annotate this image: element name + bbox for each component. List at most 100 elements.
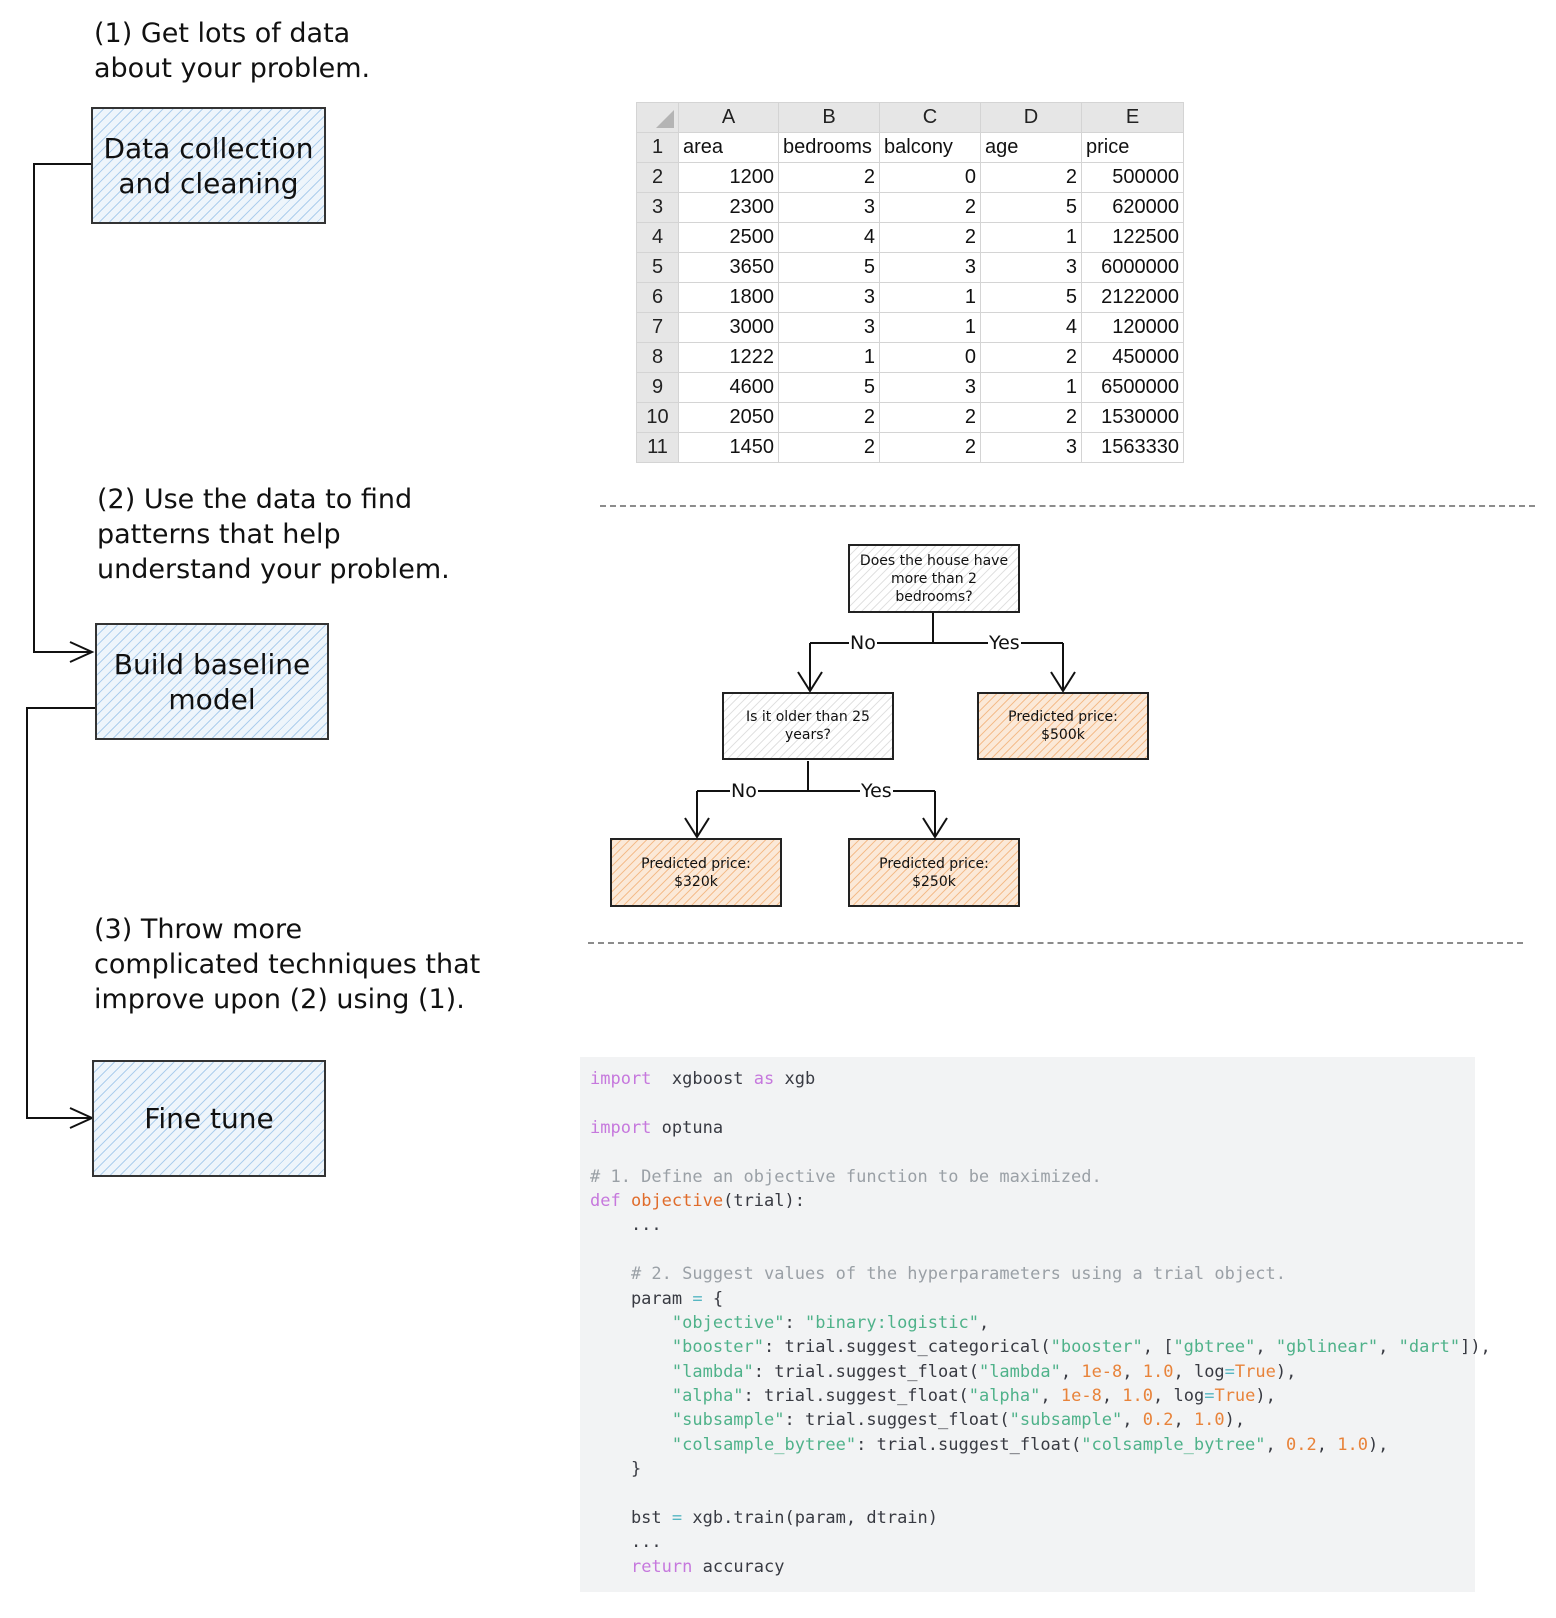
sheet-cell[interactable]: bedrooms <box>778 132 880 163</box>
sheet-cell[interactable]: 3650 <box>678 252 779 283</box>
sheet-cell[interactable]: 2 <box>879 432 981 463</box>
code-token: "subsample" <box>1009 1410 1123 1431</box>
sheet-cell[interactable]: 5 <box>778 252 880 283</box>
sheet-cell[interactable]: 2 <box>778 162 880 193</box>
row-header[interactable]: 6 <box>636 282 679 313</box>
column-header[interactable]: B <box>778 102 880 133</box>
sheet-cell[interactable]: area <box>678 132 779 163</box>
code-token: , <box>1316 1434 1338 1455</box>
code-token: "colsample_bytree" <box>1081 1434 1266 1455</box>
sheet-cell[interactable]: 2 <box>778 402 880 433</box>
sheet-cell[interactable]: 2 <box>778 432 880 463</box>
sheet-cell[interactable]: 3 <box>980 252 1082 283</box>
code-token: xgb.train(param, dtrain) <box>682 1508 939 1529</box>
sheet-cell[interactable]: 1222 <box>678 342 779 373</box>
sheet-cell[interactable]: 2 <box>980 162 1082 193</box>
sheet-cell[interactable]: 3 <box>778 312 880 343</box>
sheet-cell[interactable]: 1 <box>980 372 1082 403</box>
sheet-cell[interactable]: 500000 <box>1081 162 1184 193</box>
arrowhead-baseline <box>69 641 95 663</box>
section-divider <box>600 505 1535 507</box>
code-token: True <box>1234 1361 1276 1382</box>
code-line: "alpha": trial.suggest_float("alpha", 1e… <box>590 1384 1465 1408</box>
sheet-cell[interactable]: 4 <box>778 222 880 253</box>
sheet-cell[interactable]: 1800 <box>678 282 779 313</box>
select-all-corner[interactable] <box>636 102 679 133</box>
sheet-cell[interactable]: 2 <box>879 222 981 253</box>
row-header[interactable]: 11 <box>636 432 679 463</box>
sheet-cell[interactable]: 2300 <box>678 192 779 223</box>
code-token <box>621 1191 631 1211</box>
sheet-cell[interactable]: 1 <box>778 342 880 373</box>
sheet-cell[interactable]: 4600 <box>678 372 779 403</box>
sheet-cell[interactable]: 120000 <box>1081 312 1184 343</box>
sheet-cell[interactable]: 0 <box>879 342 981 373</box>
edge-label-yes: Yes <box>860 780 893 802</box>
code-token: # 2. Suggest values of the hyperparamete… <box>630 1264 1286 1285</box>
row-header[interactable]: 5 <box>636 252 679 283</box>
sheet-cell[interactable]: 0 <box>879 162 981 193</box>
code-token: 1.0 <box>1122 1386 1154 1407</box>
step3-note: (3) Throw more complicated techniques th… <box>94 914 481 1015</box>
step2-note: (2) Use the data to find patterns that h… <box>97 484 450 585</box>
sheet-cell[interactable]: 2050 <box>678 402 779 433</box>
row-header[interactable]: 7 <box>636 312 679 343</box>
column-header[interactable]: E <box>1081 102 1184 133</box>
sheet-cell[interactable]: 3000 <box>678 312 779 343</box>
row-header[interactable]: 9 <box>636 372 679 403</box>
sheet-cell[interactable]: 2 <box>879 402 981 433</box>
sheet-cell[interactable]: 6500000 <box>1081 372 1184 403</box>
sheet-cell[interactable]: 3 <box>980 432 1082 463</box>
code-token <box>590 1313 672 1333</box>
code-token: , log <box>1153 1386 1205 1407</box>
sheet-cell[interactable]: 122500 <box>1081 222 1184 253</box>
sheet-cell[interactable]: 450000 <box>1081 342 1184 373</box>
column-header[interactable]: A <box>678 102 779 133</box>
sheet-cell[interactable]: 1200 <box>678 162 779 193</box>
code-token: , <box>1122 1361 1143 1382</box>
column-header[interactable]: C <box>879 102 981 133</box>
sheet-cell[interactable]: 2 <box>980 402 1082 433</box>
sheet-cell[interactable]: 3 <box>879 372 981 403</box>
code-token: ]), <box>1460 1337 1491 1358</box>
sheet-cell[interactable]: 2 <box>980 342 1082 373</box>
code-line: ... <box>590 1213 1465 1237</box>
sheet-cell[interactable]: 5 <box>980 282 1082 313</box>
row-header[interactable]: 3 <box>636 192 679 223</box>
code-token: = <box>692 1288 703 1309</box>
code-token: : trial.suggest_float( <box>743 1386 969 1407</box>
sheet-cell[interactable]: 2 <box>879 192 981 223</box>
code-token: 1.0 <box>1337 1434 1368 1455</box>
sheet-cell[interactable]: 1450 <box>678 432 779 463</box>
code-token: objective <box>630 1190 724 1211</box>
row-header[interactable]: 8 <box>636 342 679 373</box>
code-token <box>590 1337 672 1357</box>
code-token: 1.0 <box>1193 1410 1225 1431</box>
edge-label-yes: Yes <box>988 632 1021 654</box>
edge-label-no: No <box>730 780 758 802</box>
sheet-cell[interactable]: age <box>980 132 1082 163</box>
code-token <box>590 1435 672 1455</box>
sheet-cell[interactable]: price <box>1081 132 1184 163</box>
code-line: "subsample": trial.suggest_float("subsam… <box>590 1408 1465 1432</box>
column-header[interactable]: D <box>980 102 1082 133</box>
row-header[interactable]: 10 <box>636 402 679 433</box>
code-token: "alpha" <box>968 1386 1041 1407</box>
code-token: as <box>753 1069 775 1089</box>
connector-collection-to-baseline <box>33 163 91 653</box>
sheet-cell[interactable]: 620000 <box>1081 192 1184 223</box>
sheet-cell[interactable]: 5 <box>778 372 880 403</box>
sheet-cell[interactable]: 1563330 <box>1081 432 1184 463</box>
code-line: "objective": "binary:logistic", <box>590 1311 1465 1335</box>
tree-leaf-250k: Predicted price:$250k <box>848 838 1020 907</box>
sheet-cell[interactable]: 2122000 <box>1081 282 1184 313</box>
code-token: 1.0 <box>1142 1361 1174 1382</box>
